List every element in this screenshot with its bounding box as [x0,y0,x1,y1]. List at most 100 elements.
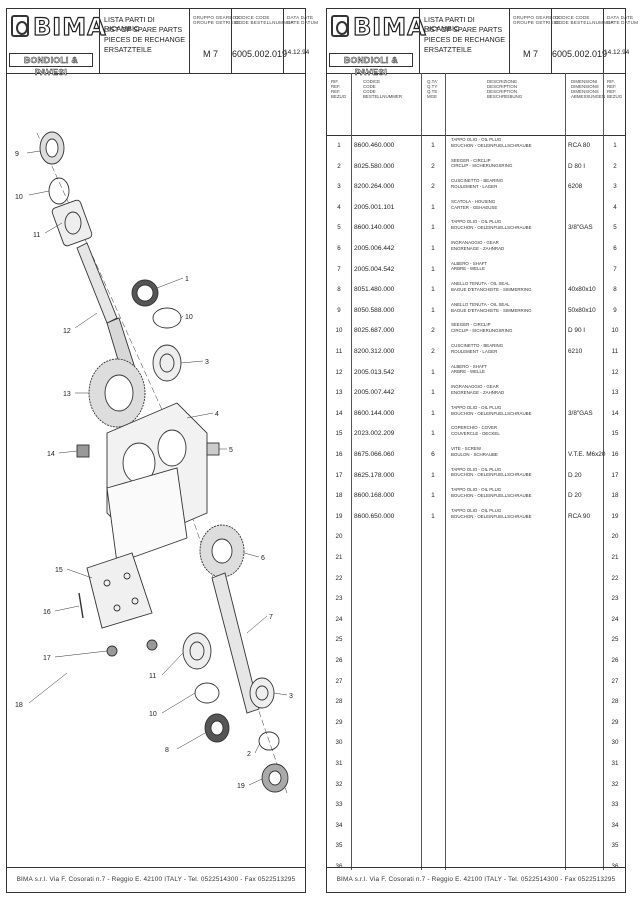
row-description-line2: ENGRENAGE - ZAHNRAD [451,389,505,395]
row-quantity: 1 [431,245,435,252]
row-position-right: 27 [611,677,619,685]
row-dimensions: 6208 [568,183,583,191]
parts-list-sheet: BIMA BONDIOLI & PAVESI LISTA PARTI DI RI… [326,8,638,893]
row-description-line1: COPERCHIO - COVER [451,425,498,431]
oil-plug-5 [206,442,220,456]
row-position: 25 [335,636,343,644]
row-description-line2: BOUCHON - OELEINFUELLSCHRAUBE [451,410,532,416]
row-position: 5 [337,224,341,232]
title-en-right: LIST OF SPARE PARTS [424,25,503,34]
oil-plug-19 [261,763,289,793]
row-description-line1: SCATOLA - HOUSING [451,198,496,204]
shaft-12 [76,242,136,374]
row-description-line1: ANELLO TENUTA - OIL SEAL [451,301,510,307]
callout-12: 12 [63,328,71,335]
row-position-right: 13 [611,389,619,397]
row-part-code: 8675.066.060 [354,451,395,458]
callout-16: 16 [43,609,51,616]
row-part-code: 8600.460.000 [354,142,395,149]
callout-7: 7 [269,614,273,621]
row-part-code: 8025.580.000 [354,162,395,170]
row-description-line2: BAGUE D'ETANCHEITE - SIMMERRING [451,307,532,313]
row-position: 18 [335,492,343,500]
row-part-code: 8051.480.000 [354,286,395,294]
col-header-description: DESCRIZIONE DESCRIPTION DESCRIPTION BESC… [487,79,523,99]
row-position-right: 26 [611,657,619,664]
row-position-right: 10 [611,327,619,335]
row-position: 4 [337,203,341,211]
row-position: 3 [337,183,341,191]
drawing-sheet: BIMA BONDIOLI & PAVESI LISTA PARTI DI RI… [6,8,318,893]
row-description-line2: CIRCLIP - SICHERUNGSRING [451,328,513,334]
exploded-view-svg: 9 10 11 12 13 1 10 3 4 14 5 6 7 15 16 17… [15,131,293,794]
row-position: 20 [335,533,343,541]
bima-logo-mark [11,15,29,37]
row-quantity: 1 [431,471,435,479]
row-position: 13 [335,389,343,397]
row-position: 22 [335,574,343,582]
row-position: 11 [335,348,343,355]
gruppo-cell-right: GRUPPO GEARBOX GROUPE GETRIEBE M 7 [509,9,560,73]
row-position: 1 [337,142,341,149]
row-position-right: 20 [611,533,619,541]
row-quantity: 2 [431,162,435,170]
row-position: 9 [337,306,341,314]
row-position-right: 33 [611,801,619,809]
row-position: 19 [335,512,343,520]
row-description-line1: TAPPO OLIO - OIL PLUG [451,507,502,513]
row-quantity: 1 [431,430,435,438]
row-dimensions: D 80 I [568,162,586,170]
row-position: 29 [335,718,343,726]
row-position: 30 [335,739,343,747]
row-position-right: 16 [611,451,619,458]
callout-14: 14 [47,451,55,458]
row-description-line1: ANELLO TENUTA - OIL SEAL [451,281,510,287]
row-quantity: 1 [431,265,435,273]
row-position: 16 [335,451,343,458]
callout-11b: 11 [149,673,156,680]
row-quantity: 1 [431,306,435,314]
row-description-line2: ENGRENAGE - ZAHNRAD [451,245,505,251]
row-quantity: 1 [431,203,435,211]
bearing-3-bottom [249,677,275,709]
row-position: 7 [337,265,341,273]
row-position: 32 [335,780,343,788]
row-part-code: 8200.264.000 [354,183,395,191]
data-cell-right: DATA DATE DATE DATUM 14.12.94 [603,9,638,73]
row-position-right: 30 [611,739,619,747]
oil-plug-18 [146,639,158,651]
row-description-line2: BOUCHON - OELEINFUELLSCHRAUBE [451,513,532,519]
exploded-view-drawing: 9 10 11 12 13 1 10 3 4 14 5 6 7 15 16 17… [7,73,305,869]
callout-4: 4 [215,411,219,418]
title-en: LIST OF SPARE PARTS [104,25,183,34]
row-description-line1: ALBERO - SHAFT [451,363,488,369]
footer-address-right: BIMA s.r.l. Via F. Cosorati n.7 - Reggio… [327,867,625,892]
callout-17: 17 [43,655,51,662]
data-value-right: 14.12.94 [604,49,630,56]
title-block: LISTA PARTI DI RICAMBIO LIST OF SPARE PA… [99,9,189,73]
row-position: 21 [335,554,343,561]
row-quantity: 1 [431,224,435,232]
codice-label: CODICE CODE CODE BESTELLNUMMER [235,15,294,26]
oil-seal-9 [39,131,65,165]
circlip-10 [48,177,70,205]
col-header-dimensions: DIMENSIONI DIMENSIONS DIMENSIONS ABMESSU… [571,79,606,99]
row-description-line1: TAPPO OLIO - OIL PLUG [451,487,502,493]
gear-6 [199,524,245,578]
row-quantity: 2 [431,327,435,335]
title-de-right: ERSATZTEILE [424,45,472,54]
row-position: 17 [335,471,343,479]
row-description-line1: ALBERO - SHAFT [451,260,488,266]
row-dimensions: 3/8"GAS [568,409,593,417]
row-position-right: 28 [611,698,619,706]
